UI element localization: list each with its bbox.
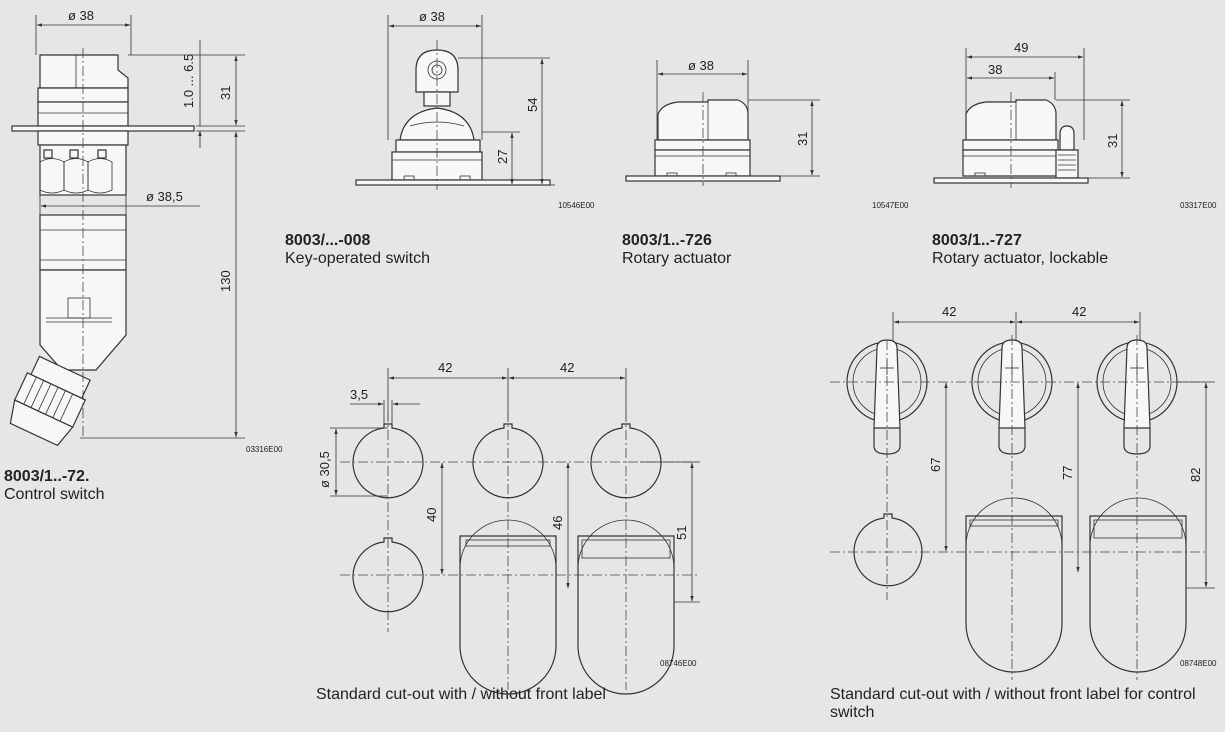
dim-h-top: 31: [218, 86, 233, 100]
caption-rotary: 8003/1..-726 Rotary actuator: [622, 232, 731, 268]
dim-pitch1: 42: [942, 304, 956, 319]
model-number: 8003/...-008: [285, 232, 371, 249]
drawing-number: 10547E00: [872, 201, 909, 210]
rotary-actuator-drawing: ø 38 31 10547E00: [625, 58, 909, 210]
dim-h: 31: [795, 132, 810, 146]
dim-dia: ø 38: [419, 9, 445, 24]
dim-h-body: 27: [495, 150, 510, 164]
caption-control-switch: 8003/1..-72. Control switch: [4, 468, 104, 504]
drawing-number: 03316E00: [246, 445, 283, 454]
caption-cutout-control: Standard cut-out with / without front la…: [830, 686, 1220, 722]
dim-pitch1: 42: [438, 360, 452, 375]
dim-v1: 67: [928, 458, 943, 472]
dim-dia-top: ø 38: [68, 8, 94, 23]
dim-notch: 3,5: [350, 387, 368, 402]
control-switch-drawing: ø 38 ø 38,5: [9, 8, 283, 454]
drawing-number: 03317E00: [1180, 201, 1217, 210]
dim-w-body: 38: [988, 62, 1002, 77]
dim-pitch2: 42: [1072, 304, 1086, 319]
dim-v2: 77: [1060, 466, 1075, 480]
model-description: Rotary actuator, lockable: [932, 250, 1109, 267]
dim-v1: 40: [424, 508, 439, 522]
cutout-standard-drawing: 42 42 3,5 ø 30,5 40: [317, 360, 700, 695]
model-description: Key-operated switch: [285, 250, 430, 267]
cutout-description: Standard cut-out with / without front la…: [830, 686, 1196, 721]
dim-v2: 46: [550, 516, 565, 530]
dim-range: 1.0 ... 6.5: [181, 54, 196, 108]
drawing-number: 08746E00: [660, 659, 697, 668]
dim-dia: ø 30,5: [317, 451, 332, 488]
dim-dia: ø 38: [688, 58, 714, 73]
key-switch-drawing: ø 38 54 27 10546E00: [355, 9, 595, 210]
caption-rotary-lockable: 8003/1..-727 Rotary actuator, lockable: [932, 232, 1108, 268]
model-description: Rotary actuator: [622, 250, 732, 267]
drawing-number: 10546E00: [558, 201, 595, 210]
model-number: 8003/1..-727: [932, 232, 1022, 249]
cutout-control-drawing: 42 42: [830, 304, 1217, 680]
model-description: Control switch: [4, 486, 105, 503]
cutout-description: Standard cut-out with / without front la…: [316, 686, 606, 703]
model-number: 8003/1..-726: [622, 232, 712, 249]
dim-w-total: 49: [1014, 40, 1028, 55]
caption-key-switch: 8003/...-008 Key-operated switch: [285, 232, 430, 268]
dim-v3: 82: [1188, 468, 1203, 482]
model-number: 8003/1..-72.: [4, 468, 90, 485]
drawing-number: 08748E00: [1180, 659, 1217, 668]
dim-dia-mid: ø 38,5: [146, 189, 183, 204]
rotary-lockable-drawing: 49 38 31 03317E00: [933, 40, 1217, 210]
caption-cutout-standard: Standard cut-out with / without front la…: [316, 686, 606, 704]
dim-v3: 51: [674, 526, 689, 540]
dim-h-total: 54: [525, 98, 540, 112]
dim-h: 31: [1105, 134, 1120, 148]
dim-h-total: 130: [218, 270, 233, 292]
dim-pitch2: 42: [560, 360, 574, 375]
